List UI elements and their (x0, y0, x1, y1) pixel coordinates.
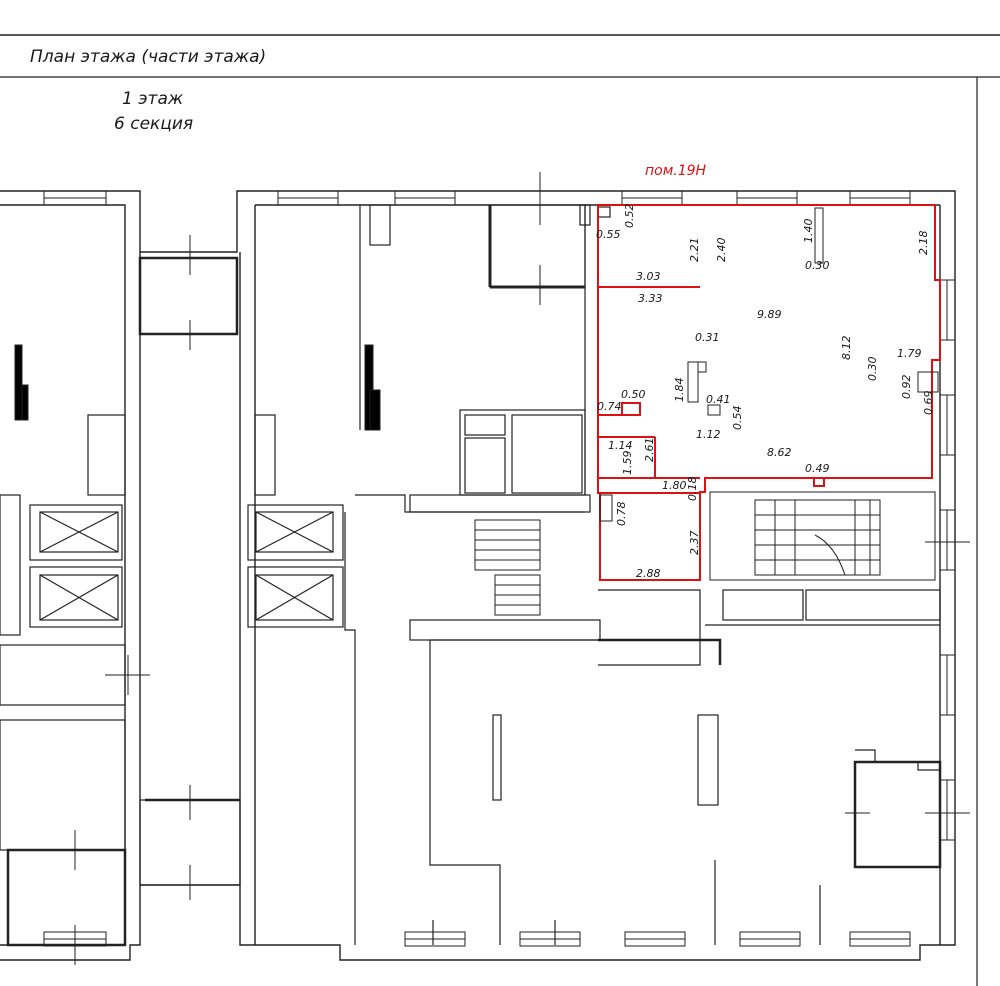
dim-label: 9.89 (757, 308, 782, 321)
dim-label: 3.33 (638, 292, 663, 305)
dim-label: 2.21 (688, 238, 701, 263)
windows (43, 190, 956, 947)
dim-label: 2.61 (643, 438, 656, 463)
staircases (474, 491, 936, 616)
dim-label: 1.14 (608, 439, 633, 452)
axis-markers (14, 172, 970, 965)
dim-label: 1.59 (621, 451, 634, 476)
header-frame (0, 34, 1000, 986)
dim-label: 0.49 (805, 462, 830, 475)
floor-label: 1 этаж (122, 89, 184, 109)
unit-19n-label: пом.19Н (645, 163, 707, 179)
unit-19n-fixtures (599, 207, 939, 522)
dim-label: 0.74 (597, 400, 622, 413)
dim-label: 8.12 (840, 336, 853, 361)
dim-label: 1.80 (662, 479, 687, 492)
dim-label: 3.03 (636, 270, 661, 283)
elevator-shafts (29, 504, 344, 628)
dim-label: 2.37 (688, 531, 701, 556)
dim-label: 0.41 (706, 393, 731, 406)
dim-label: 8.62 (767, 446, 792, 459)
plan-title: План этажа (части этажа) (30, 47, 266, 67)
dim-label: 0.78 (615, 502, 628, 527)
dim-label: 2.88 (636, 567, 661, 580)
dim-label: 0.31 (695, 331, 720, 344)
dim-label: 0.50 (621, 388, 646, 401)
dim-label: 1.84 (673, 378, 686, 403)
dim-label: 2.40 (715, 238, 728, 263)
dim-label: 0.30 (805, 259, 830, 272)
dimension-labels: 0.55 0.52 2.21 2.40 1.40 0.30 2.18 3.03 … (596, 204, 935, 581)
dim-label: 0.92 (900, 375, 913, 400)
dim-label: 0.69 (922, 391, 935, 416)
dim-label: 0.55 (596, 228, 621, 241)
dim-label: 0.30 (866, 357, 879, 382)
interior-walls (0, 204, 942, 947)
dim-label: 2.18 (917, 231, 930, 256)
unit-19n-outline (597, 204, 941, 581)
section-label: 6 секция (114, 114, 193, 134)
dim-label: 0.18 (686, 477, 699, 502)
dim-label: 0.52 (623, 204, 636, 229)
dim-label: 1.79 (897, 347, 922, 360)
dim-label: 0.54 (731, 406, 744, 431)
dim-label: 1.12 (696, 428, 721, 441)
dim-label: 1.40 (802, 219, 815, 244)
